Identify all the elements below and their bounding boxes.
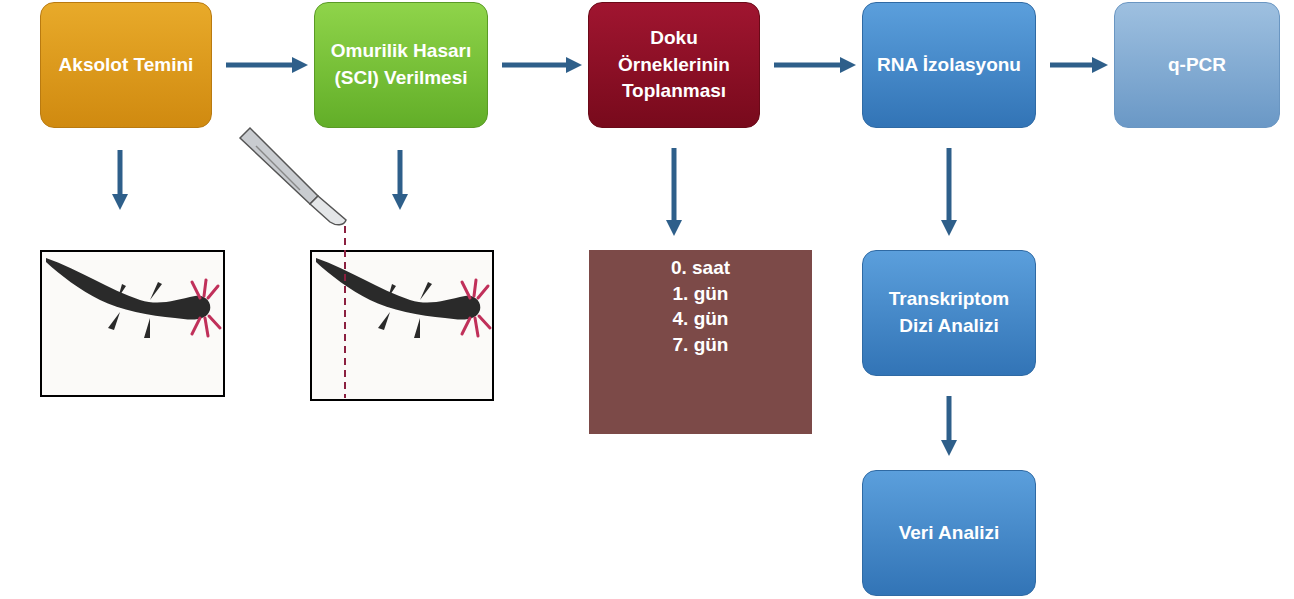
- flow-arrow: [502, 63, 574, 68]
- flow-arrow: [672, 148, 677, 228]
- box-label: Veri Analizi: [899, 520, 1000, 547]
- box-label: Transkriptom Dizi Analizi: [873, 286, 1025, 339]
- process-box: Aksolot Temini: [40, 2, 212, 128]
- process-box: RNA İzolasyonu: [862, 2, 1036, 128]
- box-label: q-PCR: [1168, 52, 1226, 79]
- process-box: Doku Örneklerinin Toplanması: [588, 2, 760, 128]
- box-label: 7. gün: [673, 332, 729, 358]
- axolotl-photo: [311, 251, 493, 400]
- cut-line: [344, 226, 346, 398]
- process-box: Transkriptom Dizi Analizi: [862, 250, 1036, 376]
- flow-arrow: [947, 396, 952, 448]
- axolotl-photo: [41, 251, 224, 396]
- box-label: 0. saat: [671, 255, 730, 281]
- box-label: Aksolot Temini: [59, 52, 194, 79]
- time-list: 0. saat1. gün4. gün7. gün: [589, 250, 812, 434]
- process-box: Omurilik Hasarı (SCI) Verilmesi: [314, 2, 488, 128]
- box-label: Omurilik Hasarı (SCI) Verilmesi: [325, 38, 477, 91]
- process-box: q-PCR: [1114, 2, 1280, 128]
- photo-arrow: [118, 150, 123, 202]
- flow-arrow: [1050, 63, 1100, 68]
- box-label: RNA İzolasyonu: [877, 52, 1021, 79]
- box-label: 4. gün: [673, 306, 729, 332]
- photo-arrow: [398, 150, 403, 202]
- box-label: 1. gün: [673, 281, 729, 307]
- process-box: Veri Analizi: [862, 470, 1036, 596]
- scalpel-icon: [240, 128, 346, 225]
- flow-arrow: [947, 148, 952, 228]
- flow-arrow: [774, 63, 848, 68]
- box-label: Doku Örneklerinin Toplanması: [599, 25, 749, 105]
- flow-arrow: [226, 63, 300, 68]
